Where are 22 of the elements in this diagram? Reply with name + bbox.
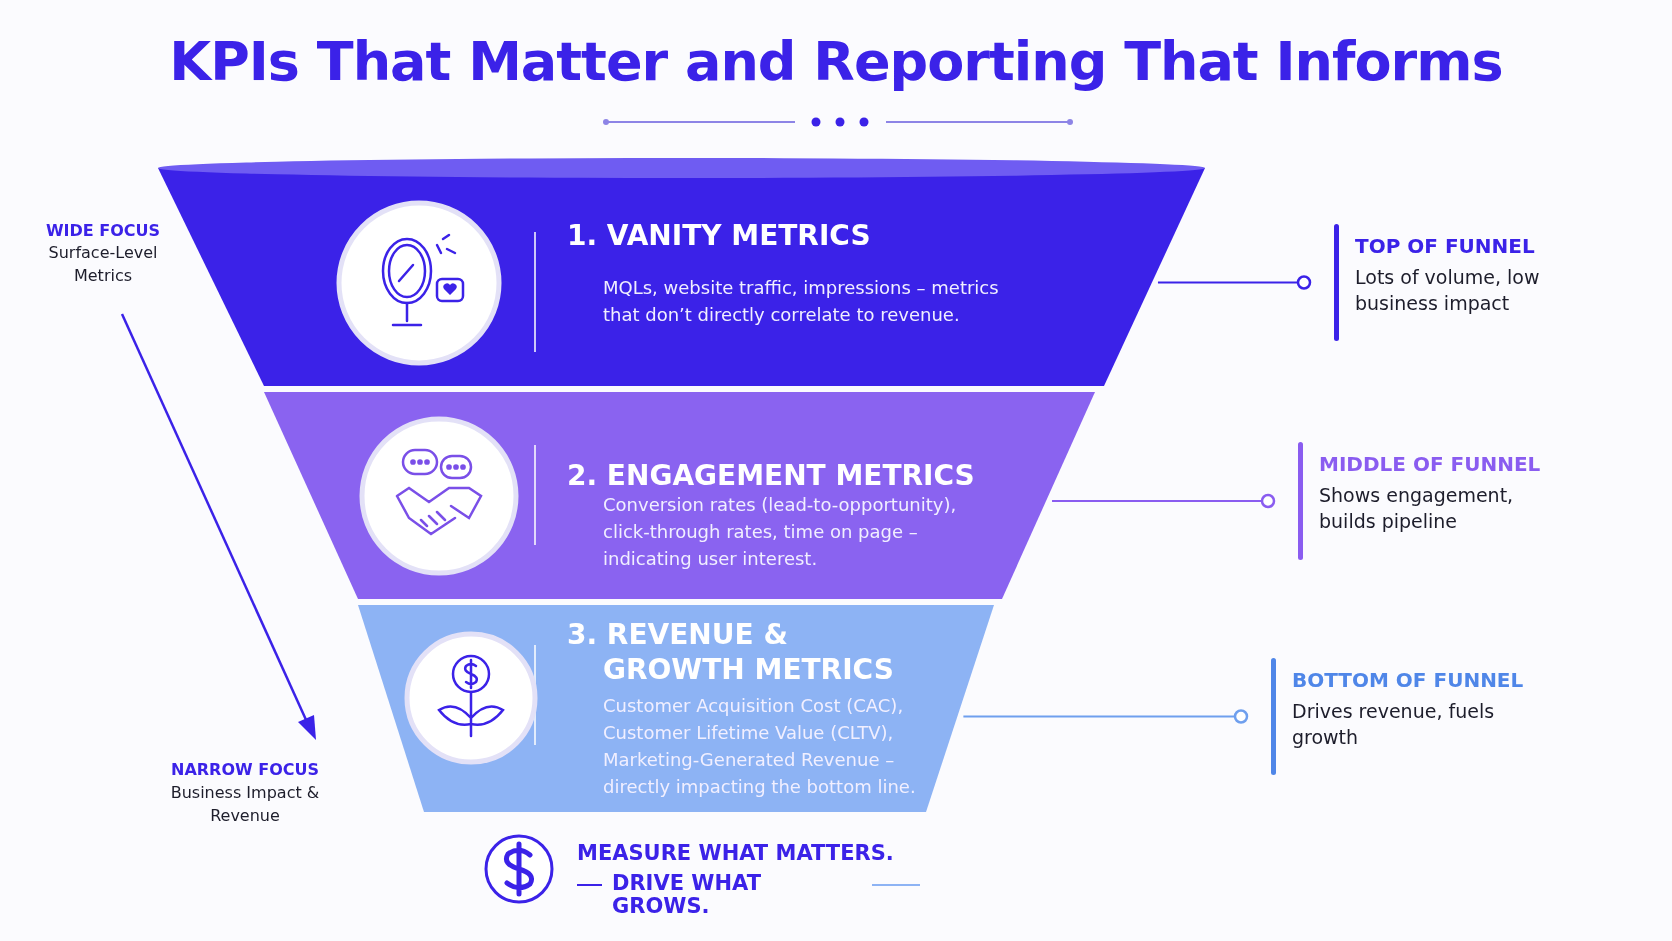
stage-description: Drives revenue, fuels growth — [1292, 699, 1496, 750]
band-description: MQLs, website traffic, impressions – metrics that don’t directly correlate to revenue. — [603, 276, 1000, 327]
band-heading: 1. VANITY METRICS — [567, 218, 872, 253]
band-heading: 3. REVENUE & GROWTH METRICS — [567, 617, 895, 687]
connector-line — [1156, 275, 1312, 290]
tagline: MEASURE WHAT MATTERS. — [577, 842, 895, 865]
tagline: DRIVE WHAT GROWS. — [612, 872, 762, 918]
connector-line — [962, 709, 1249, 724]
stage-description: Shows engagement, builds pipeline — [1319, 483, 1515, 534]
stage-heading: TOP OF FUNNEL — [1355, 234, 1535, 258]
band-description: Conversion rates (lead-to-opportunity), click-through rates, time on page – indicating user interest. — [603, 493, 958, 571]
focus-heading: WIDE FOCUS — [44, 220, 162, 242]
stage-heading: MIDDLE OF FUNNEL — [1319, 452, 1541, 476]
band-description: Customer Acquisition Cost (CAC), Customer Lifetime Value (CLTV), Marketing-Generated Revenue – directly impacting the bottom line. — [603, 694, 917, 799]
focus-note: Business Impact & Revenue — [169, 782, 321, 827]
focus-heading: NARROW FOCUS — [170, 759, 320, 781]
stage-description: Lots of volume, low business impact — [1355, 265, 1541, 316]
stage-heading: BOTTOM OF FUNNEL — [1292, 668, 1524, 692]
title: KPIs That Matter and Reporting That Informs — [168, 30, 1504, 93]
connector-line — [1051, 493, 1276, 509]
focus-note: Surface-Level Metrics — [47, 242, 159, 287]
band-heading: 2. ENGAGEMENT METRICS — [567, 458, 976, 493]
